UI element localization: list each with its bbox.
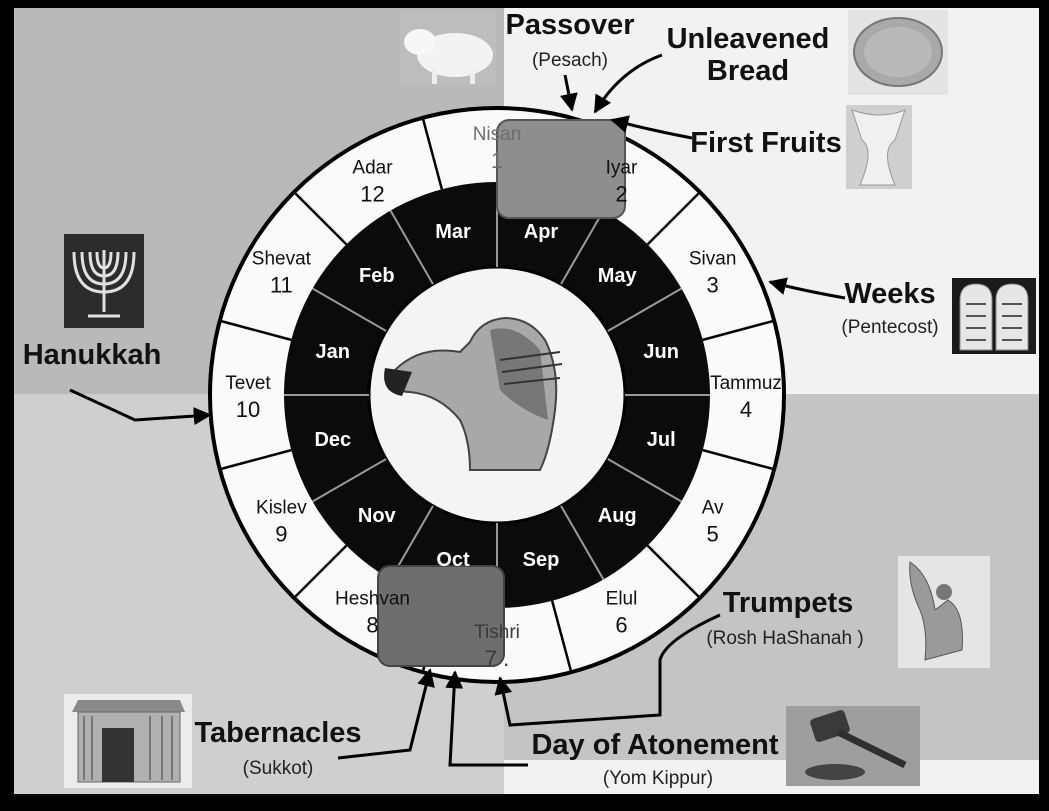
shofar-blower-icon: [898, 556, 990, 668]
hebrew-month-name: Adar: [352, 157, 393, 178]
unleavened-title-line2: Bread: [707, 55, 789, 87]
gregorian-month-nov: Nov: [358, 505, 397, 527]
trumpets-subtitle: (Rosh HaShanah ): [706, 628, 863, 649]
hebrew-month-name: Av: [702, 498, 724, 519]
gregorian-month-mar: Mar: [435, 221, 471, 243]
hebrew-month-number: 6: [615, 613, 627, 638]
hebrew-month-number: 5: [707, 522, 719, 547]
gregorian-month-aug: Aug: [598, 505, 637, 527]
weeks-title: Weeks: [844, 278, 935, 310]
tablets-icon: [952, 278, 1036, 354]
hebrew-month-number: 9: [275, 522, 287, 547]
unleavened-title-line1: Unleavened: [667, 23, 830, 55]
hebrew-month-number: 3: [707, 273, 719, 298]
hebrew-month-number: 12: [360, 181, 384, 206]
menorah-icon: [64, 234, 144, 328]
gregorian-month-dec: Dec: [314, 429, 351, 451]
hebrew-month-name: Iyar: [606, 157, 638, 178]
first-fruits-title: First Fruits: [690, 127, 841, 159]
passover-subtitle: (Pesach): [532, 50, 608, 71]
gregorian-month-jul: Jul: [647, 429, 676, 451]
hebrew-month-number: 2: [615, 181, 627, 206]
hebrew-month-number: 7 .: [485, 646, 509, 671]
gregorian-month-may: May: [598, 265, 638, 287]
hebrew-month-name: Shevat: [252, 249, 312, 270]
hebrew-month-name: Sivan: [689, 249, 737, 270]
gregorian-month-jun: Jun: [643, 341, 679, 363]
atonement-title: Day of Atonement: [531, 729, 778, 761]
tabernacles-subtitle: (Sukkot): [243, 758, 314, 779]
quadrant-bottom-strip: [504, 760, 1039, 794]
matzah-icon: [848, 10, 948, 95]
gregorian-month-apr: Apr: [524, 221, 559, 243]
hebrew-month-number: 8: [366, 613, 378, 638]
hebrew-month-name: Nisan: [473, 124, 522, 145]
weeks-subtitle: (Pentecost): [841, 317, 938, 338]
gregorian-month-feb: Feb: [359, 265, 395, 287]
atonement-subtitle: (Yom Kippur): [603, 768, 713, 789]
gregorian-month-jan: Jan: [316, 341, 350, 363]
tabernacles-title: Tabernacles: [194, 717, 361, 749]
hebrew-month-name: Tammuz: [710, 373, 782, 394]
gregorian-month-oct: Oct: [436, 549, 470, 571]
hebrew-month-number: 11: [270, 273, 293, 298]
hebrew-month-number: 1: [491, 148, 503, 173]
hanukkah-title: Hanukkah: [23, 339, 162, 371]
hebrew-month-name: Heshvan: [335, 589, 410, 610]
hebrew-month-name: Tevet: [225, 373, 271, 394]
lamb-icon: [400, 10, 496, 86]
sheaf-icon: [846, 105, 912, 189]
gavel-icon: [786, 706, 920, 786]
gregorian-month-sep: Sep: [523, 549, 560, 571]
passover-title: Passover: [506, 9, 635, 41]
hebrew-month-name: Tishri: [474, 622, 520, 643]
hebrew-month-name: Kislev: [256, 498, 307, 519]
hebrew-month-number: 4: [740, 397, 752, 422]
booth-icon: [64, 694, 192, 788]
trumpets-title: Trumpets: [723, 587, 854, 619]
hebrew-month-number: 10: [236, 397, 260, 422]
hebrew-month-name: Elul: [606, 589, 638, 610]
